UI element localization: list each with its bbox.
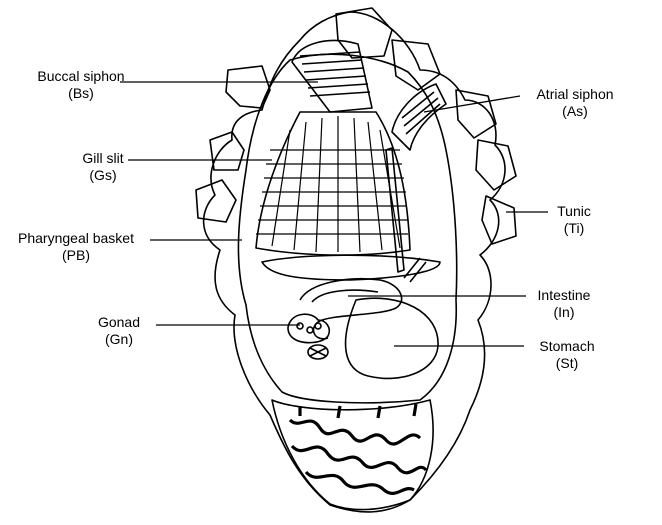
label-pharyngeal-basket-abbr: (PB) [6, 247, 146, 264]
label-stomach: Stomach (St) [522, 338, 612, 372]
label-gill-slit-name: Gill slit [68, 150, 138, 167]
label-gill-slit: Gill slit (Gs) [68, 150, 138, 184]
label-buccal-siphon-abbr: (Bs) [26, 85, 136, 102]
leader-atrial-siphon [424, 96, 520, 112]
label-gill-slit-abbr: (Gs) [68, 167, 138, 184]
atrial-siphon-tube [392, 84, 446, 150]
tunic-knob [210, 132, 244, 170]
label-atrial-siphon-abbr: (As) [520, 103, 630, 120]
intestine-loop [300, 279, 402, 339]
tunic-knob [336, 8, 392, 58]
base-attachment [272, 400, 433, 510]
label-gonad-name: Gonad [86, 314, 152, 331]
label-atrial-siphon: Atrial siphon (As) [520, 86, 630, 120]
label-gonad: Gonad (Gn) [86, 314, 152, 348]
label-tunic-abbr: (Ti) [546, 220, 602, 237]
label-intestine: Intestine (In) [524, 287, 604, 321]
label-intestine-abbr: (In) [524, 304, 604, 321]
label-stomach-name: Stomach [522, 338, 612, 355]
label-intestine-name: Intestine [524, 287, 604, 304]
label-stomach-abbr: (St) [522, 355, 612, 372]
label-pharyngeal-basket-name: Pharyngeal basket [6, 230, 146, 247]
tunic-knob [392, 40, 440, 90]
label-tunic: Tunic (Ti) [546, 203, 602, 237]
label-pharyngeal-basket: Pharyngeal basket (PB) [6, 230, 146, 264]
label-buccal-siphon: Buccal siphon (Bs) [26, 68, 136, 102]
label-atrial-siphon-name: Atrial siphon [520, 86, 630, 103]
label-buccal-siphon-name: Buccal siphon [26, 68, 136, 85]
tunic-knob [196, 180, 236, 222]
body-wall [238, 54, 456, 403]
label-gonad-abbr: (Gn) [86, 331, 152, 348]
tunic-knob [476, 140, 516, 190]
label-tunic-name: Tunic [546, 203, 602, 220]
